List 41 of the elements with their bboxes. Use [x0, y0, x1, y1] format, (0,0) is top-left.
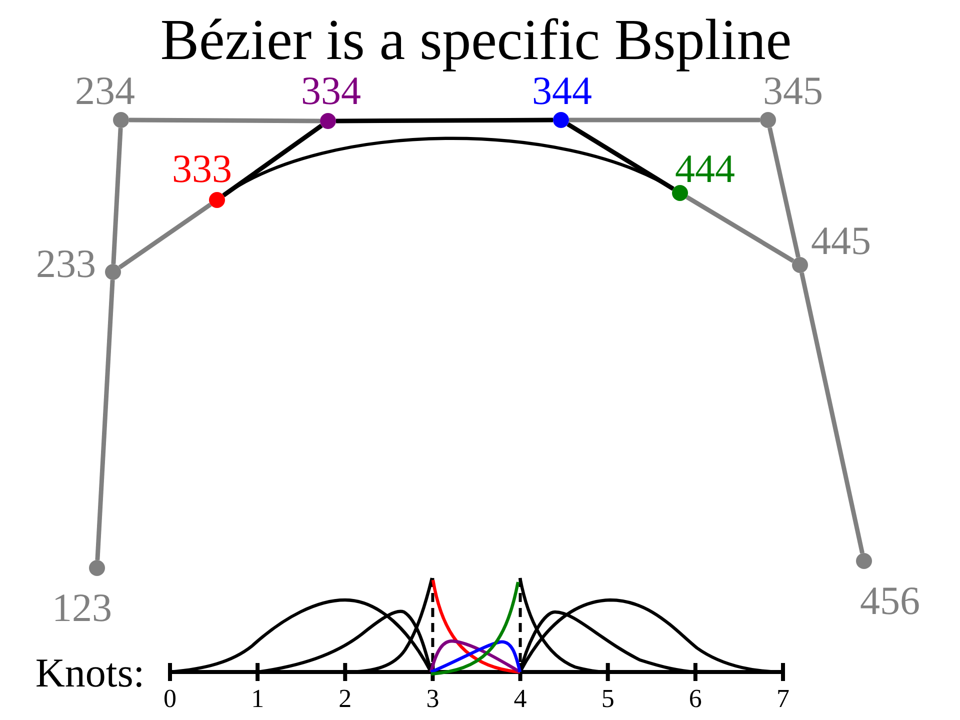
- point-label: 445: [811, 221, 871, 261]
- axis-label: Knots:: [35, 652, 145, 694]
- point-label: 233: [36, 244, 96, 284]
- point-label: 234: [75, 71, 135, 111]
- point-label: 456: [860, 581, 920, 621]
- point-label: 123: [52, 588, 112, 628]
- tick-label: 4: [514, 686, 527, 712]
- point-label: 345: [763, 71, 823, 111]
- polygon-segment: [569, 118, 760, 122]
- polygon-segment: [128, 118, 320, 124]
- control-point-icon: [672, 185, 688, 201]
- polygon-segment: [118, 202, 212, 270]
- control-point-icon: [856, 553, 872, 569]
- polygon-segment: [95, 280, 115, 560]
- polygon-segment: [111, 128, 123, 264]
- point-label: 344: [532, 71, 592, 111]
- control-point-icon: [105, 264, 121, 280]
- point-label: 334: [301, 71, 361, 111]
- tick-label: 5: [601, 686, 614, 712]
- control-point-icon: [760, 112, 776, 128]
- control-point-icon: [209, 192, 225, 208]
- polygon-segment: [800, 272, 864, 554]
- tick-label: 7: [776, 686, 790, 712]
- control-point-icon: [89, 560, 105, 576]
- control-point-icon: [553, 112, 569, 128]
- polygon-segment: [768, 127, 800, 258]
- polygon-segment: [566, 122, 674, 191]
- control-point-icon: [113, 112, 129, 128]
- tick-label: 3: [426, 686, 440, 712]
- tick-label: 1: [251, 686, 264, 712]
- control-point-icon: [792, 257, 808, 273]
- polygon-segment: [336, 118, 553, 124]
- tick-label: 0: [164, 686, 176, 712]
- point-label: 444: [675, 149, 735, 189]
- title: Bézier is a specific Bspline: [160, 11, 792, 69]
- tick-label: 2: [338, 686, 352, 712]
- tick-label: 6: [688, 686, 702, 712]
- polygon-segment: [222, 124, 323, 198]
- control-point-icon: [320, 113, 336, 129]
- point-label: 333: [172, 149, 232, 189]
- polygon-segment: [686, 195, 794, 263]
